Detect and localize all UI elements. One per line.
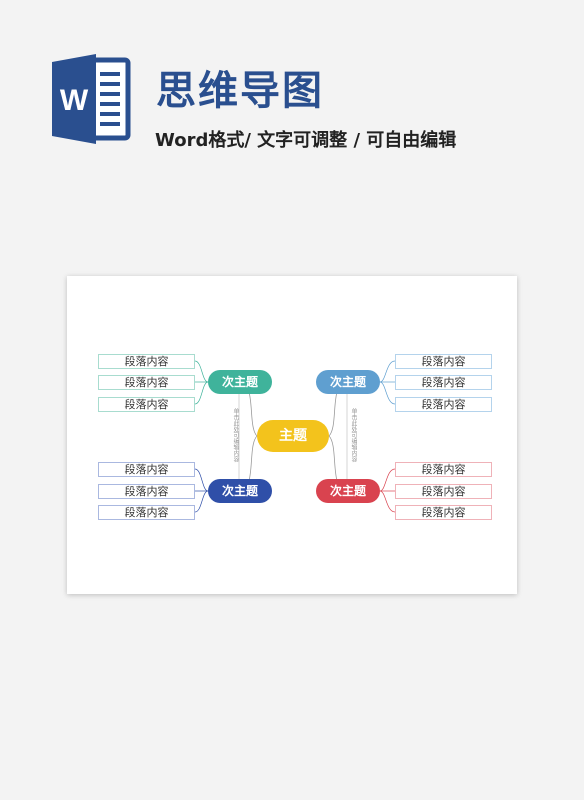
subtopic-node-top-right[interactable]: 次主题	[316, 370, 380, 394]
leaf-item[interactable]: 段落内容	[395, 354, 492, 369]
subtopic-node-bottom-left[interactable]: 次主题	[208, 479, 272, 503]
page-title: 思维导图	[156, 68, 324, 114]
leaf-item[interactable]: 段落内容	[395, 484, 492, 499]
leaf-item[interactable]: 段落内容	[395, 375, 492, 390]
logo-letter: W	[60, 84, 89, 117]
leaf-item[interactable]: 段落内容	[98, 354, 195, 369]
subtopic-node-top-left[interactable]: 次主题	[208, 370, 272, 394]
leaf-item[interactable]: 段落内容	[395, 505, 492, 520]
leaf-item[interactable]: 段落内容	[98, 462, 195, 477]
note-right: 单击此处可编辑内容	[350, 408, 357, 462]
leaf-item[interactable]: 段落内容	[98, 375, 195, 390]
leaf-item[interactable]: 段落内容	[98, 484, 195, 499]
leaf-item[interactable]: 段落内容	[395, 397, 492, 412]
word-logo-icon: W	[52, 54, 131, 144]
main-topic-node[interactable]: 主题	[257, 420, 329, 452]
mindmap-card: 主题 次主题 次主题 次主题 次主题 单击此处可编辑内容 单击此处可编辑内容 段…	[67, 276, 517, 594]
page-subtitle: Word格式/ 文字可调整 / 可自由编辑	[155, 130, 457, 151]
subtopic-node-bottom-right[interactable]: 次主题	[316, 479, 380, 503]
leaf-item[interactable]: 段落内容	[98, 505, 195, 520]
leaf-item[interactable]: 段落内容	[98, 397, 195, 412]
note-left: 单击此处可编辑内容	[232, 408, 239, 462]
leaf-item[interactable]: 段落内容	[395, 462, 492, 477]
